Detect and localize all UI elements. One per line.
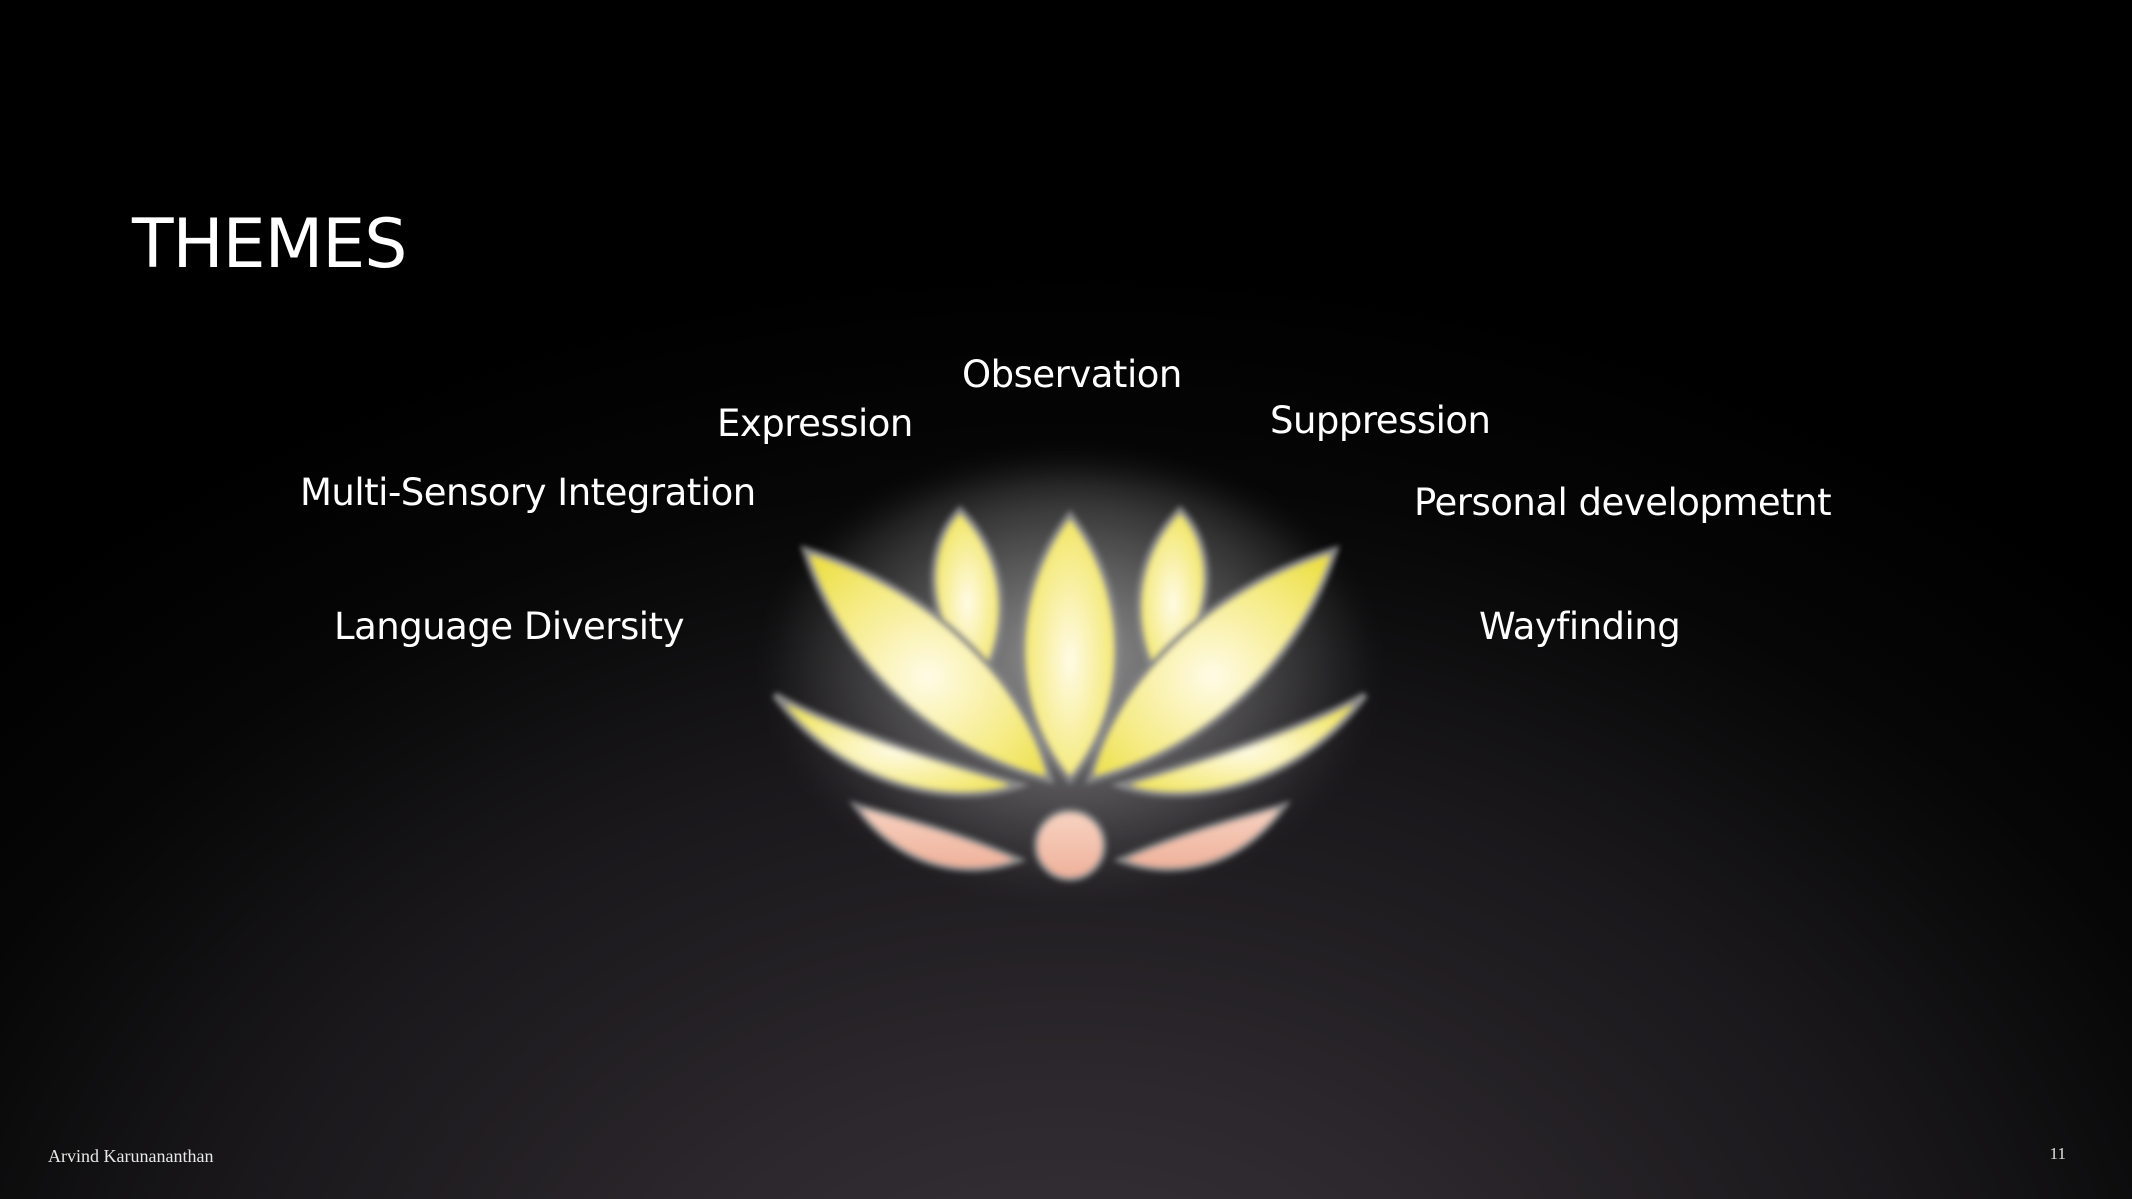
theme-observation: Observation xyxy=(962,353,1182,396)
lotus-icon xyxy=(772,505,1368,882)
page-number: 11 xyxy=(2049,1144,2066,1163)
footer-author: Arvind Karunananthan xyxy=(48,1146,214,1166)
theme-suppression: Suppression xyxy=(1270,399,1491,442)
theme-wayfinding: Wayfinding xyxy=(1479,605,1681,648)
theme-personal-development: Personal developmetnt xyxy=(1414,481,1832,524)
theme-multisensory-integration: Multi-Sensory Integration xyxy=(300,471,756,514)
theme-language-diversity: Language Diversity xyxy=(334,605,684,648)
slide-title: THEMES xyxy=(132,205,407,284)
theme-expression: Expression xyxy=(717,402,913,445)
